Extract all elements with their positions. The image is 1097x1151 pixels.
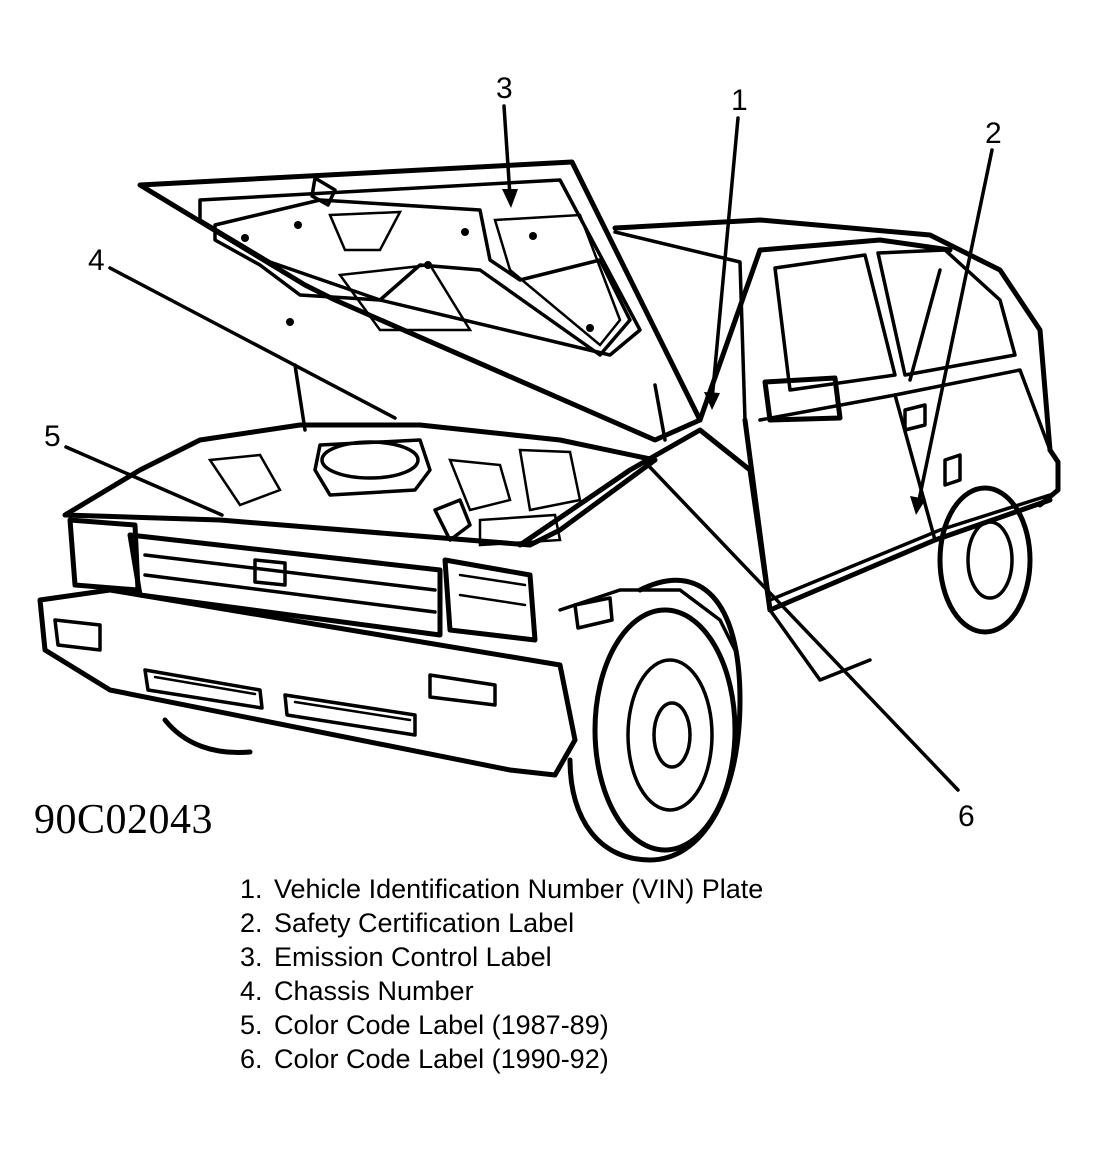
legend-item: 4. Chassis Number xyxy=(240,974,763,1008)
legend-text: Safety Certification Label xyxy=(274,908,575,938)
legend-text: Color Code Label (1987-89) xyxy=(274,1010,609,1040)
callout-3: 3 xyxy=(496,72,513,105)
car-illustration xyxy=(37,159,1061,863)
legend-number: 3. xyxy=(240,942,263,972)
legend-text: Emission Control Label xyxy=(274,942,552,972)
legend-item: 6. Color Code Label (1990-92) xyxy=(240,1042,763,1076)
callout-4: 4 xyxy=(88,244,105,277)
callout-numbers: 1 2 3 4 5 6 xyxy=(44,72,1002,833)
callout-6: 6 xyxy=(958,800,975,833)
legend-text: Chassis Number xyxy=(274,976,474,1006)
legend-number: 2. xyxy=(240,908,263,938)
legend: 1. Vehicle Identification Number (VIN) Pl… xyxy=(240,872,763,1076)
legend-item: 2. Safety Certification Label xyxy=(240,906,763,940)
legend-number: 6. xyxy=(240,1044,263,1074)
legend-number: 1. xyxy=(240,874,263,904)
legend-item: 1. Vehicle Identification Number (VIN) Pl… xyxy=(240,872,763,906)
legend-number: 4. xyxy=(240,976,263,1006)
legend-item: 3. Emission Control Label xyxy=(240,940,763,974)
legend-text: Vehicle Identification Number (VIN) Plat… xyxy=(274,874,764,904)
leader-lines xyxy=(64,104,994,792)
callout-2: 2 xyxy=(985,117,1002,150)
callout-1: 1 xyxy=(731,84,748,117)
legend-text: Color Code Label (1990-92) xyxy=(274,1044,609,1074)
figure-id: 90C02043 xyxy=(34,797,214,843)
legend-item: 5. Color Code Label (1987-89) xyxy=(240,1008,763,1042)
legend-number: 5. xyxy=(240,1010,263,1040)
callout-5: 5 xyxy=(44,420,61,453)
